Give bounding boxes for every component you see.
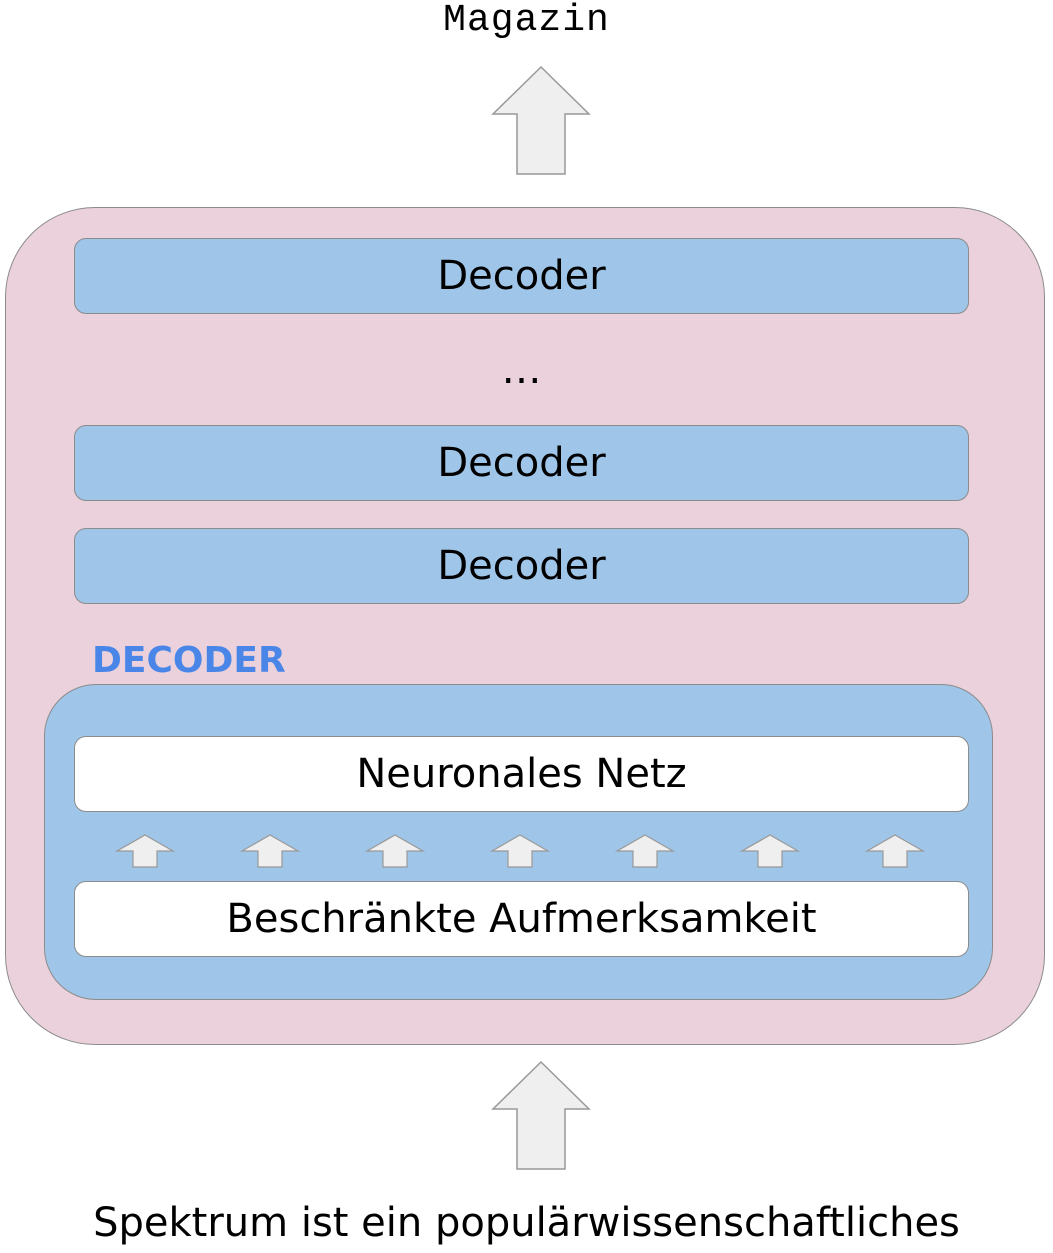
- up-arrow-icon: [491, 65, 591, 175]
- decoder-layer-label: Decoder: [437, 440, 606, 486]
- ellipsis: …: [501, 347, 542, 393]
- small-up-arrow-icon: [739, 834, 801, 868]
- attention-layer: Beschränkte Aufmerksamkeit: [74, 881, 969, 957]
- up-arrow-icon: [491, 1060, 591, 1170]
- input-sentence: Spektrum ist ein populärwissenschaftlich…: [93, 1200, 960, 1246]
- small-up-arrow-icon: [364, 834, 426, 868]
- small-up-arrow-icon: [614, 834, 676, 868]
- neural-network-label: Neuronales Netz: [356, 751, 687, 797]
- decoder-layer-label: Decoder: [437, 253, 606, 299]
- neural-network-layer: Neuronales Netz: [74, 736, 969, 812]
- small-up-arrow-icon: [489, 834, 551, 868]
- attention-label: Beschränkte Aufmerksamkeit: [226, 896, 817, 942]
- decoder-layer-top: Decoder: [74, 238, 969, 314]
- decoder-detail-title: DECODER: [92, 640, 286, 681]
- small-up-arrow-icon: [114, 834, 176, 868]
- decoder-layer-label: Decoder: [437, 543, 606, 589]
- output-token: Magazin: [443, 0, 610, 42]
- small-up-arrow-icon: [864, 834, 926, 868]
- decoder-layer-middle: Decoder: [74, 425, 969, 501]
- decoder-layer-bottom: Decoder: [74, 528, 969, 604]
- small-up-arrow-icon: [239, 834, 301, 868]
